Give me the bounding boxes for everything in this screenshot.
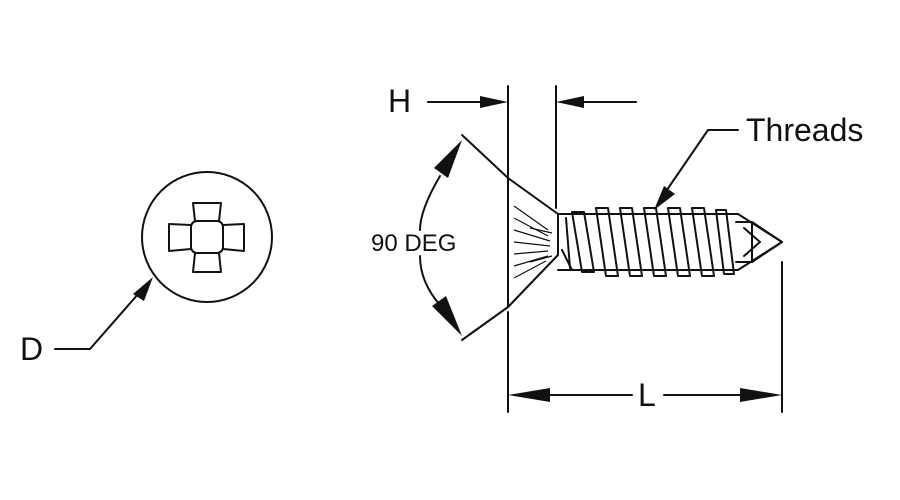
d-arrowhead (133, 277, 153, 301)
head-outline (141, 171, 273, 303)
drill-point (735, 221, 783, 263)
angle-arrowhead-top (434, 140, 462, 178)
d-dimension: D (20, 277, 153, 367)
l-dimension: L (507, 261, 783, 413)
threads-label: Threads (746, 112, 863, 148)
phillips-recess (168, 202, 245, 273)
angle-extension-bottom (461, 306, 509, 341)
angle-label: 90 DEG (371, 230, 456, 257)
threads-leader-line (659, 129, 739, 201)
angle-extension-top (461, 134, 509, 179)
angle-dimension: 90 DEG (371, 134, 509, 341)
l-label: L (638, 377, 656, 413)
h-arrowhead-left (480, 96, 508, 108)
head-end-view (141, 171, 273, 303)
h-arrowhead-right (556, 96, 584, 108)
h-label: H (388, 83, 411, 119)
head-shading (513, 205, 553, 279)
screw-head (507, 177, 559, 308)
threads-callout: Threads (654, 112, 863, 210)
threads (561, 207, 735, 277)
d-label: D (20, 331, 43, 367)
angle-arrowhead-bottom (432, 296, 462, 336)
h-dimension: H (388, 83, 637, 209)
d-leader-line (54, 284, 147, 350)
angle-arc-top (419, 175, 441, 231)
angle-arc-bottom (419, 255, 441, 306)
screw-side-view (507, 177, 783, 308)
threads-arrowhead (654, 186, 675, 210)
l-arrowhead-left (508, 388, 550, 402)
l-arrowhead-right (740, 388, 782, 402)
